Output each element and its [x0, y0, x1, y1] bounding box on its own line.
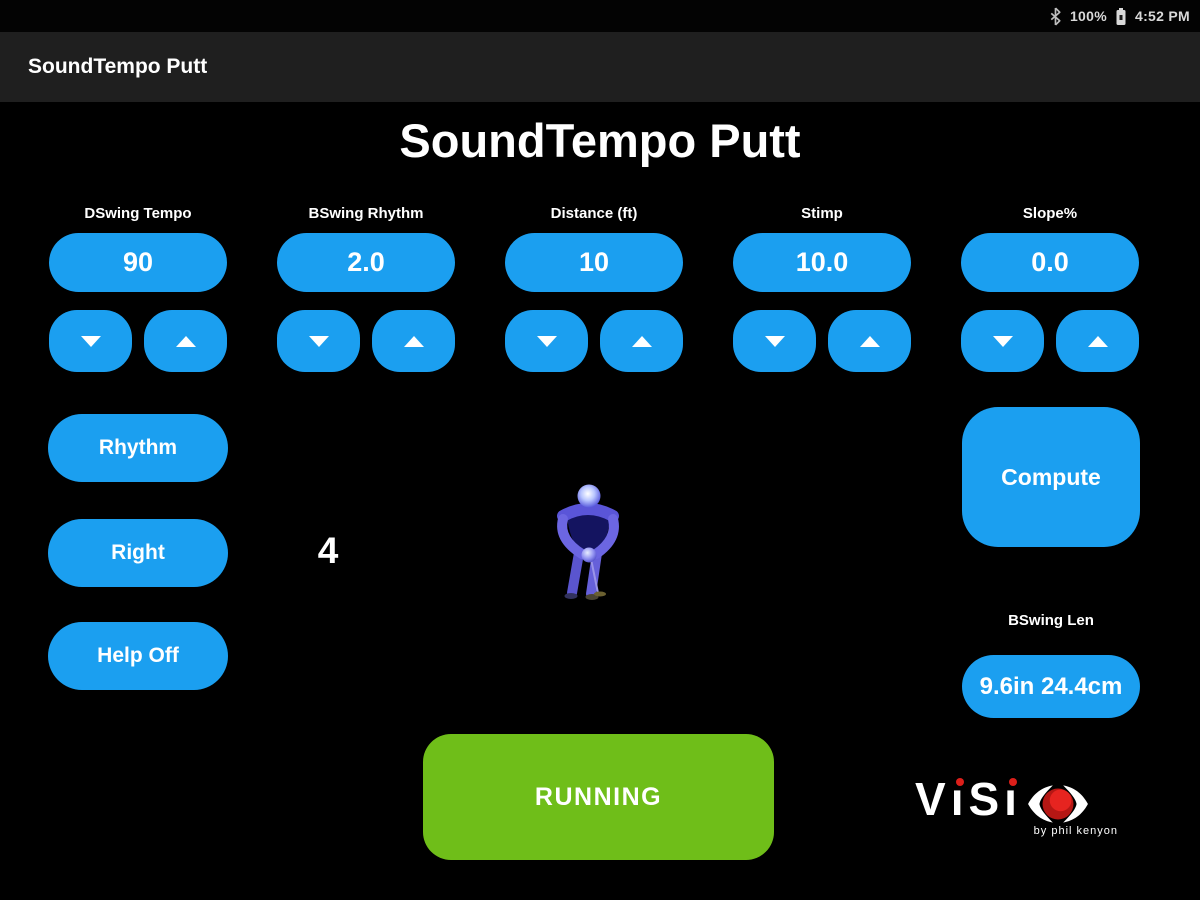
arrow-up-icon [1087, 335, 1108, 347]
distance-value[interactable]: 10 [505, 233, 683, 292]
stimp-increment-button[interactable] [828, 310, 911, 372]
slope-decrement-button[interactable] [961, 310, 1044, 372]
app-bar: SoundTempo Putt [0, 32, 1200, 102]
arrow-up-icon [403, 335, 424, 347]
dswing-tempo-value[interactable]: 90 [49, 233, 227, 292]
visio-logo: VıSı by phil kenyon [915, 776, 1150, 837]
stepper-arrows [733, 310, 911, 372]
golfer-figure-icon [557, 484, 619, 600]
visio-letters: VıSı [915, 773, 1022, 825]
control-label: Stimp [801, 205, 843, 222]
slope-increment-button[interactable] [1056, 310, 1139, 372]
control-bswing-rhythm: BSwing Rhythm 2.0 [277, 205, 455, 372]
control-label: BSwing Rhythm [308, 205, 424, 222]
control-stimp: Stimp 10.0 [733, 205, 911, 372]
controls-row: DSwing Tempo 90 BSwing Rhythm 2.0 Distan… [49, 205, 1139, 372]
arrow-up-icon [175, 335, 196, 347]
control-dswing-tempo: DSwing Tempo 90 [49, 205, 227, 372]
right-button[interactable]: Right [48, 519, 228, 587]
arrow-down-icon [308, 335, 329, 347]
rhythm-button[interactable]: Rhythm [48, 414, 228, 482]
stimp-decrement-button[interactable] [733, 310, 816, 372]
bswing-rhythm-value[interactable]: 2.0 [277, 233, 455, 292]
battery-icon [1116, 7, 1126, 25]
stepper-arrows [49, 310, 227, 372]
clock: 4:52 PM [1134, 8, 1190, 24]
visio-byline: by phil kenyon [1033, 825, 1118, 837]
stepper-arrows [277, 310, 455, 372]
control-distance: Distance (ft) 10 [505, 205, 683, 372]
control-label: Distance (ft) [550, 205, 638, 222]
main-content: SoundTempo Putt DSwing Tempo 90 BSwing R… [0, 102, 1200, 900]
stepper-arrows [961, 310, 1139, 372]
page-title: SoundTempo Putt [399, 114, 801, 167]
distance-decrement-button[interactable] [505, 310, 588, 372]
running-button[interactable]: RUNNING [423, 734, 774, 860]
arrow-up-icon [859, 335, 880, 347]
compute-button[interactable]: Compute [962, 407, 1140, 547]
stimp-value[interactable]: 10.0 [733, 233, 911, 292]
bluetooth-icon [1050, 6, 1061, 26]
bswing-rhythm-decrement-button[interactable] [277, 310, 360, 372]
distance-increment-button[interactable] [600, 310, 683, 372]
slope-value[interactable]: 0.0 [961, 233, 1139, 292]
arrow-down-icon [80, 335, 101, 347]
bswing-len-label: BSwing Len [1008, 612, 1094, 629]
app-bar-title: SoundTempo Putt [28, 55, 208, 78]
dswing-tempo-decrement-button[interactable] [49, 310, 132, 372]
arrow-down-icon [536, 335, 557, 347]
arrow-down-icon [992, 335, 1013, 347]
arrow-down-icon [764, 335, 785, 347]
control-slope: Slope% 0.0 [961, 205, 1139, 372]
status-bar: 100% 4:52 PM [0, 0, 1200, 32]
visio-eye-icon [1028, 785, 1088, 823]
visio-logo-text: VıSı [915, 776, 1150, 824]
arrow-up-icon [631, 335, 652, 347]
bswing-rhythm-increment-button[interactable] [372, 310, 455, 372]
dswing-tempo-increment-button[interactable] [144, 310, 227, 372]
stepper-arrows [505, 310, 683, 372]
bswing-len-value[interactable]: 9.6in 24.4cm [962, 655, 1140, 718]
control-label: Slope% [1022, 205, 1078, 222]
battery-percent: 100% [1069, 8, 1107, 24]
putt-counter: 4 [317, 530, 339, 571]
help-off-button[interactable]: Help Off [48, 622, 228, 690]
control-label: DSwing Tempo [84, 205, 192, 222]
